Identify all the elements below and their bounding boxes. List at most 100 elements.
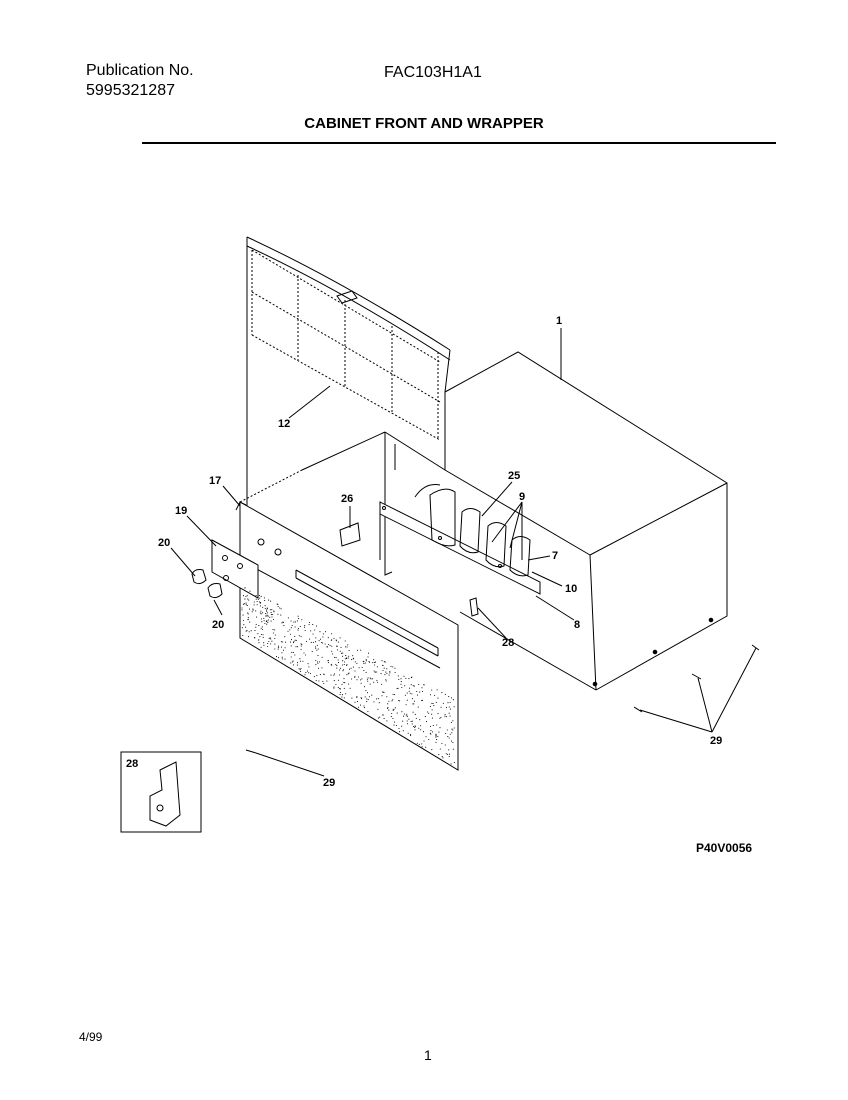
stipple-dot xyxy=(339,667,342,669)
stipple-dot xyxy=(343,697,345,699)
stipple-dot xyxy=(372,662,374,664)
stipple-dot xyxy=(398,699,400,702)
stipple-dot xyxy=(393,724,395,726)
stipple-dot xyxy=(449,733,451,735)
stipple-dot xyxy=(330,639,332,641)
stipple-dot xyxy=(354,676,356,678)
stipple-dot xyxy=(255,626,257,628)
stipple-dot xyxy=(257,633,259,635)
stipple-dot xyxy=(414,725,416,727)
stipple-dot xyxy=(363,707,365,709)
stipple-dot xyxy=(345,657,347,659)
model-number: FAC103H1A1 xyxy=(384,64,482,81)
stipple-dot xyxy=(376,679,378,681)
stipple-dot xyxy=(241,609,243,611)
stipple-dot xyxy=(366,692,369,694)
callout-29: 29 xyxy=(710,735,722,747)
stipple-dot xyxy=(337,662,340,664)
stipple-dot xyxy=(349,687,351,689)
stipple-dot xyxy=(351,697,353,699)
stipple-dot xyxy=(411,693,413,695)
stipple-dot xyxy=(435,701,437,704)
stipple-dot xyxy=(398,678,400,680)
stipple-dot xyxy=(450,740,453,742)
stipple-dot xyxy=(369,683,371,685)
stipple-dot xyxy=(262,634,264,636)
stipple-dot xyxy=(388,674,390,676)
stipple-dot xyxy=(266,610,268,612)
stipple-dot xyxy=(374,671,376,673)
stipple-dot xyxy=(442,702,444,704)
stipple-dot xyxy=(333,674,335,676)
stipple-dot xyxy=(401,725,403,727)
stipple-dot xyxy=(281,652,283,654)
stipple-dot xyxy=(402,720,404,722)
stipple-dot xyxy=(427,711,429,713)
stipple-dot xyxy=(263,620,265,622)
stipple-dot xyxy=(266,609,268,611)
stipple-dot xyxy=(412,685,414,687)
stipple-dot xyxy=(373,659,375,661)
stipple-dot xyxy=(385,671,387,673)
stipple-dot xyxy=(302,660,304,662)
stipple-dot xyxy=(333,687,335,689)
stipple-dot xyxy=(404,694,406,696)
stipple-dot xyxy=(300,667,302,670)
stipple-dot xyxy=(272,629,274,631)
stipple-dot xyxy=(434,694,436,697)
stipple-dot xyxy=(287,630,289,632)
stipple-dot xyxy=(340,652,343,654)
stipple-dot xyxy=(403,713,405,715)
stipple-dot xyxy=(387,703,389,705)
stipple-dot xyxy=(298,618,300,620)
stipple-dot xyxy=(284,647,286,649)
stipple-dot xyxy=(255,595,257,597)
stipple-dot xyxy=(414,713,416,715)
stipple-dot xyxy=(425,736,427,738)
stipple-dot xyxy=(261,612,264,614)
stipple-dot xyxy=(264,622,266,625)
stipple-dot xyxy=(267,621,269,624)
stipple-dot xyxy=(399,731,401,733)
stipple-dot xyxy=(386,672,388,674)
stipple-dot xyxy=(333,637,335,639)
stipple-dot xyxy=(425,746,427,748)
stipple-dot xyxy=(450,708,452,710)
stipple-dot xyxy=(429,694,432,696)
stipple-dot xyxy=(242,614,244,616)
stipple-dot xyxy=(342,670,344,672)
stipple-dot xyxy=(367,652,370,654)
stipple-dot xyxy=(242,603,245,605)
stipple-dot xyxy=(341,694,344,696)
stipple-dot xyxy=(397,675,399,677)
callout-20: 20 xyxy=(158,537,170,549)
stipple-dot xyxy=(291,661,293,663)
stipple-dot xyxy=(299,669,301,671)
stipple-dot xyxy=(408,678,410,680)
stipple-dot xyxy=(327,637,329,639)
stipple-dot xyxy=(299,625,301,627)
stipple-dot xyxy=(391,700,393,702)
stipple-dot xyxy=(315,637,317,639)
stipple-dot xyxy=(267,614,269,616)
stipple-dot xyxy=(421,690,424,693)
stipple-dot xyxy=(339,688,342,690)
stipple-dot xyxy=(256,600,258,603)
stipple-dot xyxy=(339,674,341,676)
inset-clip-detail xyxy=(120,751,202,833)
stipple-dot xyxy=(414,726,416,728)
stipple-dot xyxy=(348,649,350,652)
stipple-dot xyxy=(323,673,325,675)
stipple-dot xyxy=(431,702,433,704)
stipple-dot xyxy=(418,727,420,729)
stipple-dot xyxy=(267,619,270,621)
stipple-dot xyxy=(367,677,369,679)
stipple-dot xyxy=(342,652,344,654)
stipple-dot xyxy=(335,663,337,665)
stipple-dot xyxy=(436,724,438,726)
stipple-dot xyxy=(445,707,448,709)
stipple-dot xyxy=(268,637,270,639)
stipple-dot xyxy=(412,725,415,728)
stipple-dot xyxy=(354,670,356,672)
stipple-dot xyxy=(315,625,318,627)
